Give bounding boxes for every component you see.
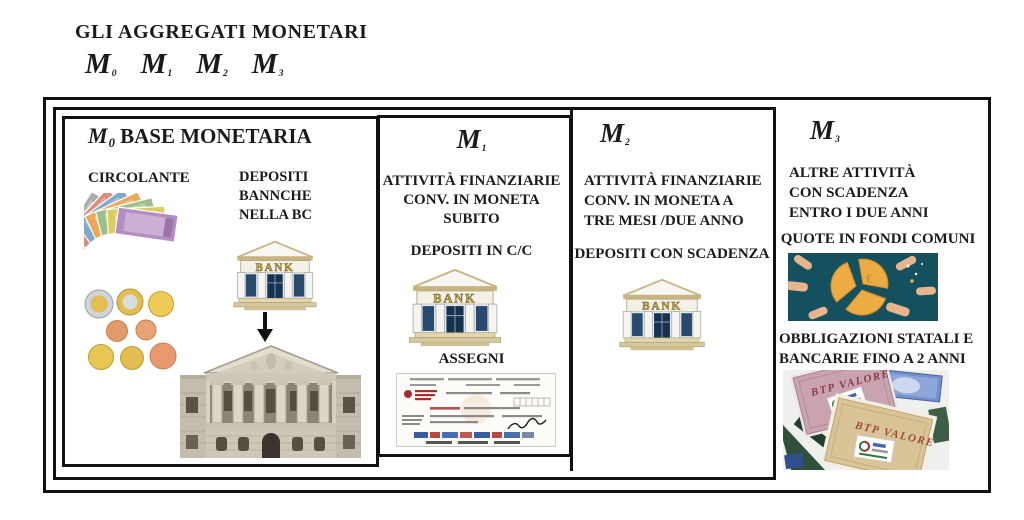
aggregate-m0: M0 <box>85 48 117 80</box>
quote-fondi-label: QUOTE IN FONDI COMUNI <box>780 231 976 247</box>
aggregate-m3: M3 <box>251 48 284 80</box>
m1-heading: M1 <box>456 124 487 154</box>
bank-icon: BANK <box>617 278 707 352</box>
aggregates-row: M0 M1 M2 M3 <box>85 48 283 81</box>
m3-heading: M3 <box>810 115 840 145</box>
m3-description: ALTRE ATTIVITÀ CON SCADENZA ENTRO I DUE … <box>789 165 929 221</box>
down-arrow-icon <box>253 312 277 342</box>
m2-description: ATTIVITÀ FINANZIARIE CONV. IN MONETA A T… <box>584 173 762 229</box>
m1-depositi-label: DEPOSITI IN C/C <box>410 243 533 259</box>
bank-icon: BANK <box>232 240 318 312</box>
obbligazioni-label: OBBLIGAZIONI STATALI E BANCARIE FINO A 2… <box>779 331 974 367</box>
central-bank-building-image <box>180 343 361 458</box>
m0-heading: M0 BASE MONETARIA <box>88 123 312 150</box>
btp-bonds-image: BTP VALORE BTP VALORE <box>783 370 949 470</box>
mutual-funds-illustration: € <box>788 253 938 321</box>
outer-frame <box>43 97 991 493</box>
assegni-label: ASSEGNI <box>438 351 505 367</box>
page-title: GLI AGGREGATI MONETARI <box>75 21 368 43</box>
aggregate-m2: M2 <box>196 48 228 80</box>
svg-text:€: € <box>866 271 873 286</box>
aggregate-m1: M1 <box>140 48 173 80</box>
bank-icon: BANK <box>405 268 505 348</box>
svg-text:BANK: BANK <box>642 301 682 313</box>
m2-heading: M2 <box>600 118 630 148</box>
cheque-image <box>396 373 556 447</box>
m2-depositi-label: DEPOSITI CON SCADENZA <box>574 246 770 262</box>
m2-column-divider <box>570 110 573 471</box>
m0-title: BASE MONETARIA <box>120 124 312 148</box>
svg-text:BANK: BANK <box>256 262 295 274</box>
banknotes-image <box>84 193 190 273</box>
circolante-label: CIRCOLANTE <box>88 170 190 186</box>
m1-description: ATTIVITÀ FINANZIARIE CONV. IN MONETA SUB… <box>382 173 561 227</box>
depositi-bc-label: DEPOSITI BANNCHE NELLA BC <box>239 169 312 223</box>
inner-frame <box>53 107 776 480</box>
svg-text:BANK: BANK <box>433 291 476 305</box>
euro-coins-image <box>80 288 180 372</box>
